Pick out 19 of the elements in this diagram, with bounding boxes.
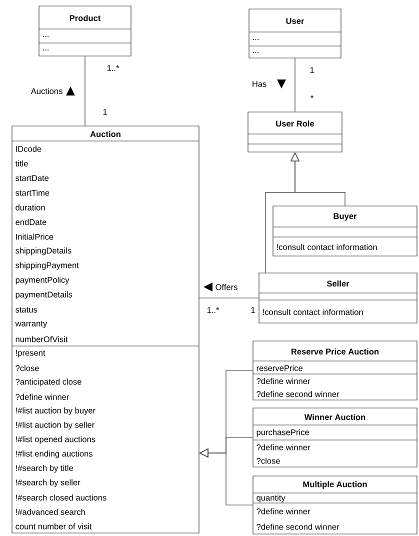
edge-label: Offers [204,282,238,292]
multiplicity: 1 [103,109,107,115]
edge-label: Auctions [30,86,75,96]
class-box: Buyer !consult contact information [272,206,418,256]
class-box: Seller !consult contact information [258,272,418,324]
multiplicity: 1..* [207,307,220,313]
class-box: Multiple Auction quantity ?define winner ?define second winner [252,476,418,534]
edge-label: Has [252,80,286,88]
class-box: User Role [248,112,342,152]
class-box: Product ... ... [38,6,132,56]
multiplicity: 1..* [107,65,120,71]
class-box: User ... ... [248,8,342,58]
class-box: Reserve Price Auction reservePrice ?define winner ?define second winner [252,340,418,400]
multiplicity: * [310,95,314,98]
multiplicity: 1 [310,67,314,73]
class-box: Auction IDcode title startDate startTime duration endDate InitialPrice shippingDetails shippingPayment paymentPolicy paymentDetails status warranty numberOfVisit !present ?close ?anticipated close ?define winner !#list auction by buyer !#list auction by seller !#list opened auctions !#list ending auctions !#search by title !#search by seller !#search closed auctions !#advanced search count number of visit [12,126,200,534]
class-box: Winner Auction purchasePrice ?define winner ?close [252,408,418,468]
connector [84,56,86,126]
connector [294,58,296,112]
